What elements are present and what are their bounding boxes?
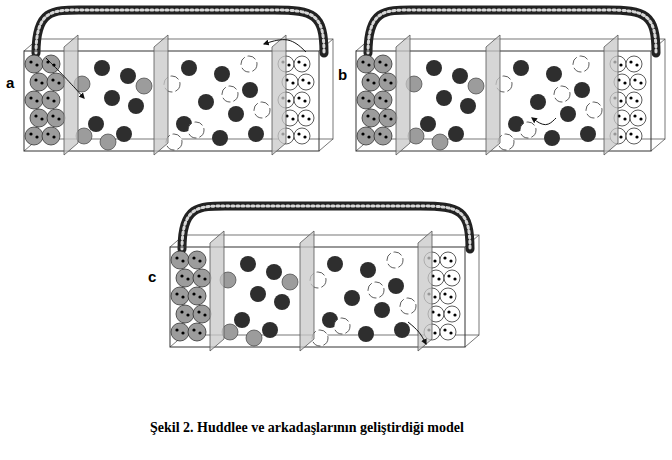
panel-letter: a [6, 74, 14, 92]
panel-letter-text: a [6, 74, 14, 91]
compartment-model [356, 10, 665, 155]
panel-letter: c [148, 268, 156, 286]
caption-text: Şekil 2. Huddlee ve arkadaşlarının geliş… [150, 420, 464, 435]
panel-letter: b [338, 66, 347, 84]
panel-letter-text: b [338, 66, 347, 83]
figure-caption: Şekil 2. Huddlee ve arkadaşlarının geliş… [150, 418, 464, 436]
compartment-model [170, 206, 479, 351]
compartment-model [24, 10, 333, 155]
panel-letter-text: c [148, 268, 156, 285]
